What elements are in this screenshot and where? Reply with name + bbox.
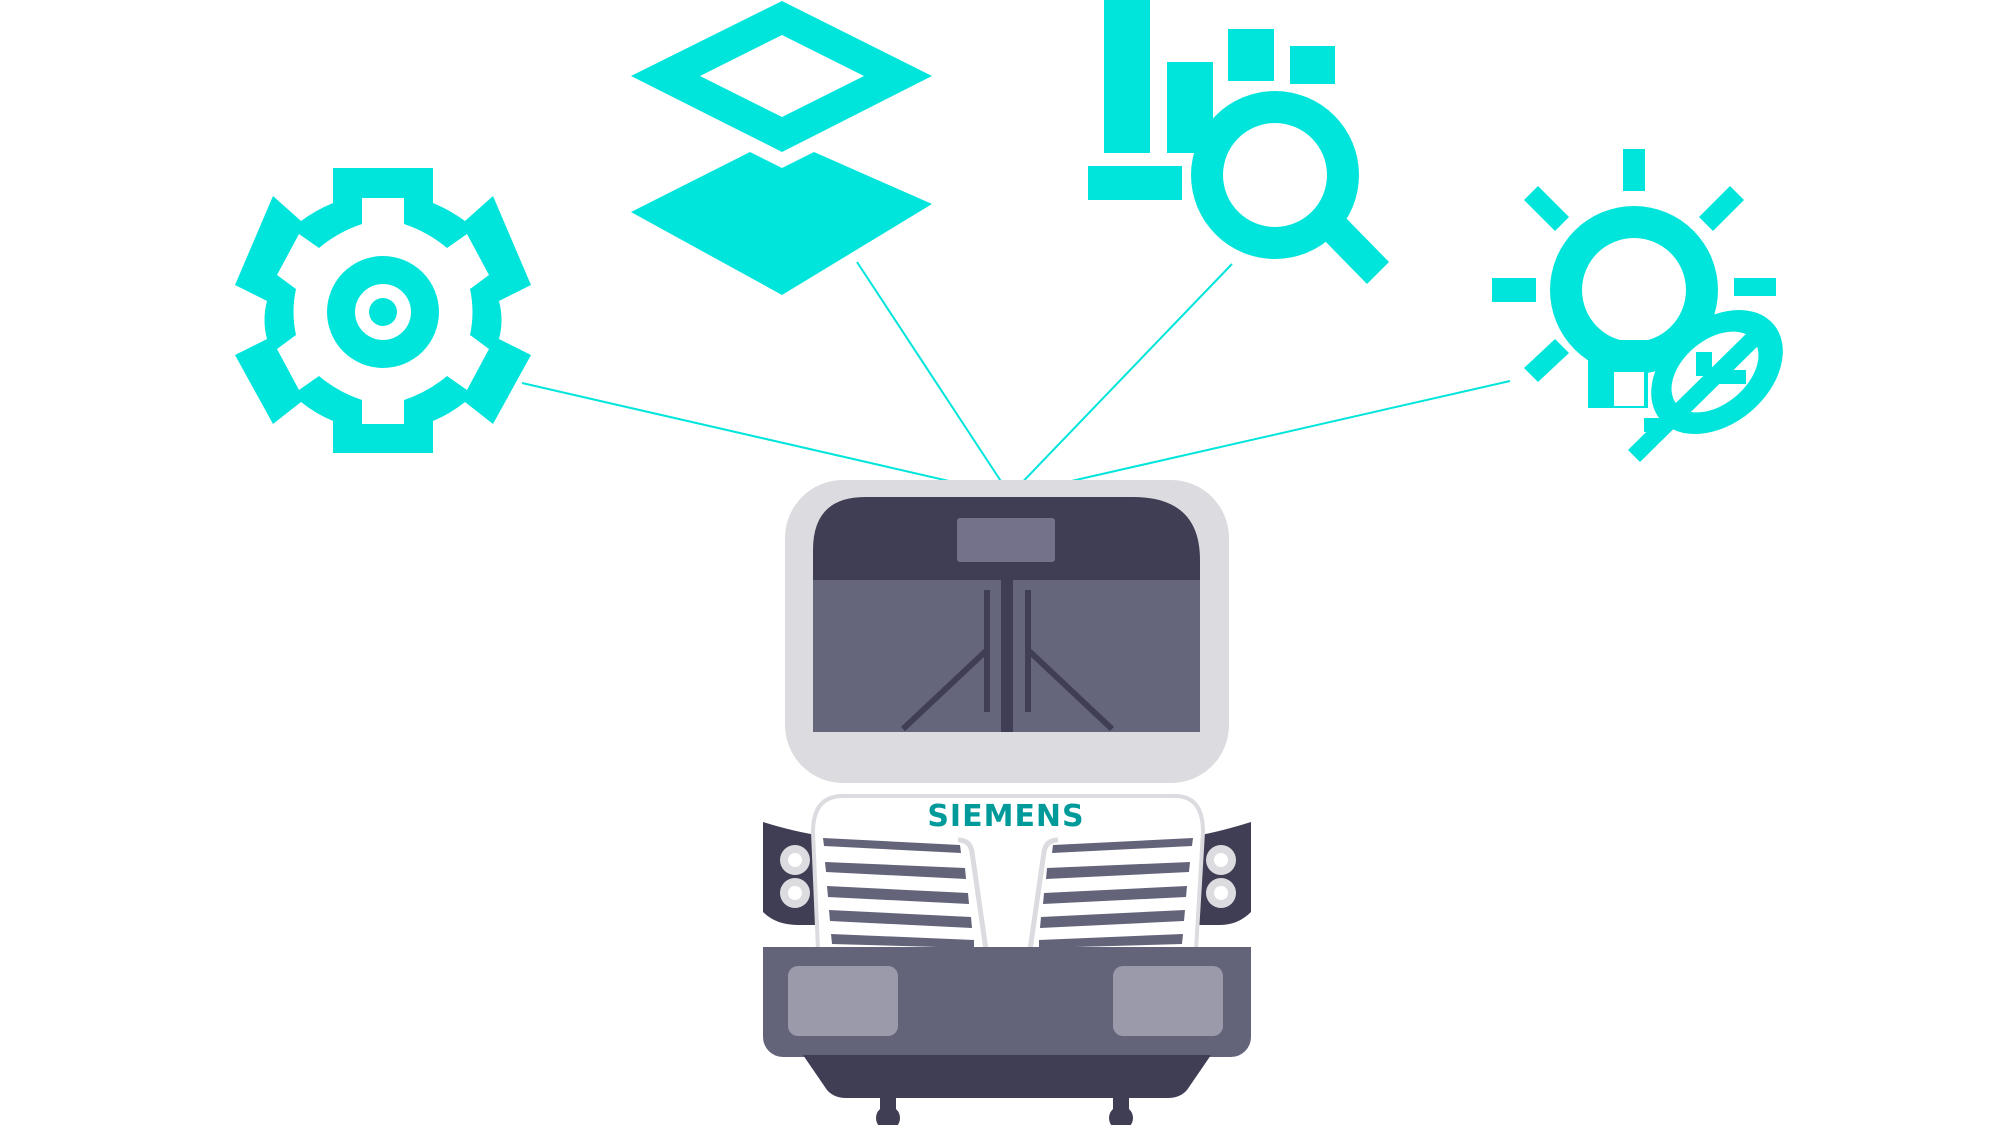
headlights-left bbox=[780, 845, 810, 908]
headlights-right bbox=[1206, 845, 1236, 908]
lightbulb-leaf-icon bbox=[1492, 149, 1783, 462]
connector-line-layers bbox=[856, 261, 1011, 496]
layers-icon bbox=[631, 1, 932, 295]
bumper-panel-right bbox=[1113, 966, 1223, 1036]
brand-logo-text: SIEMENS bbox=[927, 799, 1084, 834]
couplers bbox=[876, 1092, 1133, 1125]
connector-line-analytics bbox=[1009, 263, 1233, 496]
grille bbox=[810, 794, 1206, 952]
connector-line-gear bbox=[521, 382, 1011, 496]
bumper-panel-left bbox=[788, 966, 898, 1036]
undercarriage bbox=[803, 1055, 1211, 1098]
destination-sign bbox=[957, 518, 1055, 562]
analytics-search-icon bbox=[1088, 0, 1389, 284]
connector-lines bbox=[521, 261, 1511, 496]
gear-icon bbox=[235, 168, 531, 453]
train-front: SIEMENS bbox=[763, 480, 1251, 1125]
connector-line-idea bbox=[1009, 380, 1511, 496]
windshield-wipers bbox=[900, 578, 1115, 732]
